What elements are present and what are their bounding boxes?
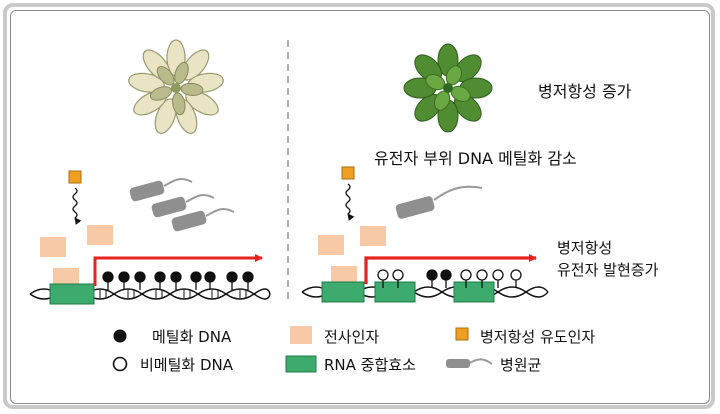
- signal-squiggle: [72, 187, 82, 225]
- diagram-panel: [10, 10, 710, 404]
- legend-methylated-symbol: [113, 329, 127, 343]
- legend-rna-polymerase-symbol: [285, 355, 317, 373]
- rna-polymerase: [453, 281, 495, 303]
- transcription-factor: [318, 235, 344, 255]
- expression-label-line2: 유전자 발현증가: [557, 261, 659, 279]
- rna-polymerase: [374, 281, 416, 303]
- legend-pathogen-label: 병원균: [500, 356, 542, 374]
- pathogen-icon: [129, 178, 193, 202]
- legend-unmethylated-symbol: [112, 356, 128, 372]
- pathogen-icon: [395, 185, 483, 219]
- transcription-arrow: [93, 254, 263, 286]
- expression-label-line1: 병저항성: [557, 239, 612, 257]
- resistance-inducer: [68, 170, 82, 184]
- legend-unmethylated-label: 비메틸화 DNA: [140, 356, 234, 374]
- legend-transcription-factor-symbol: [290, 326, 312, 344]
- legend-methylated-label: 메틸화 DNA: [152, 328, 232, 346]
- methylated-sites: [426, 269, 452, 288]
- methylation-label: 유전자 부위 DNA 메틸화 감소: [374, 149, 577, 168]
- transcription-factor: [87, 225, 113, 245]
- healthy-plant-icon: [403, 43, 493, 133]
- rna-polymerase: [49, 283, 95, 305]
- pathogen-icon: [151, 194, 215, 218]
- phenotype-label: 병저항성 증가: [538, 82, 632, 101]
- legend-transcription-factor-label: 전사인자: [324, 328, 379, 346]
- wilted-plant-icon: [128, 39, 224, 134]
- pathogen-icon: [171, 208, 235, 232]
- signal-squiggle: [345, 183, 355, 221]
- resistance-inducer: [341, 166, 355, 180]
- transcription-arrow: [364, 254, 537, 284]
- transcription-factor: [53, 268, 79, 286]
- unmethylated-sites: [377, 269, 522, 288]
- rna-polymerase: [321, 281, 365, 303]
- transcription-factor: [331, 266, 357, 284]
- legend-pathogen-symbol: [446, 358, 493, 368]
- transcription-factor: [360, 226, 386, 246]
- legend-rna-polymerase-label: RNA 중합효소: [324, 356, 416, 374]
- legend-inducer-symbol: [455, 327, 469, 341]
- legend-inducer-label: 병저항성 유도인자: [480, 328, 595, 346]
- transcription-factor: [40, 237, 66, 257]
- methylated-sites: [102, 271, 254, 290]
